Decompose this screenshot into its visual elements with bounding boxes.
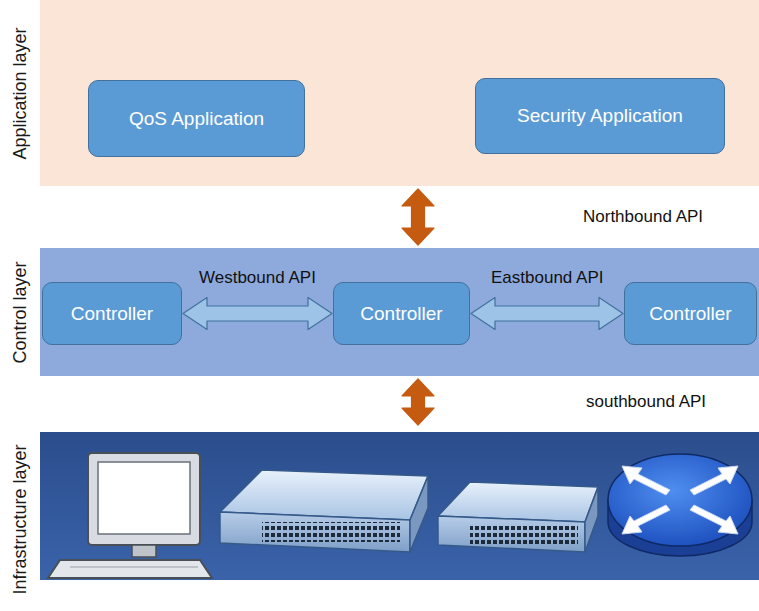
router-icon xyxy=(608,454,752,556)
api-label: southbound API xyxy=(586,392,706,412)
infrastructure-band xyxy=(40,432,759,580)
controller-link-arrow xyxy=(183,298,332,330)
layer-label: Infrastructure layer xyxy=(10,444,31,594)
controller-link-arrow xyxy=(471,298,623,330)
box-label: QoS Application xyxy=(129,108,264,130)
switch-icon xyxy=(438,482,598,552)
switch-icon xyxy=(220,470,428,552)
api-label: Westbound API xyxy=(199,268,316,288)
api-label: Northbound API xyxy=(583,207,703,227)
process-box: Controller xyxy=(624,282,757,345)
layer-band: Control layer Controller Controller Control… xyxy=(0,248,759,376)
layer-band: Infrastructure layer xyxy=(0,428,759,611)
box-label: Controller xyxy=(649,303,731,325)
process-box: QoS Application xyxy=(88,80,305,157)
process-box: Controller xyxy=(42,282,182,345)
api-arrow xyxy=(402,379,434,425)
application-band xyxy=(40,0,759,186)
computer-icon xyxy=(48,453,212,578)
box-label: Controller xyxy=(360,303,442,325)
api-arrow xyxy=(402,189,434,245)
layer-label: Control layer xyxy=(10,261,31,363)
control-band xyxy=(40,248,759,376)
box-label: Controller xyxy=(71,303,153,325)
layer-label: Application layer xyxy=(10,27,31,159)
process-box: Security Application xyxy=(475,78,725,154)
api-label: Eastbound API xyxy=(491,268,603,288)
layer-band: Application layerQoS Application Security… xyxy=(0,0,759,186)
box-label: Security Application xyxy=(517,105,683,127)
process-box: Controller xyxy=(333,282,470,345)
